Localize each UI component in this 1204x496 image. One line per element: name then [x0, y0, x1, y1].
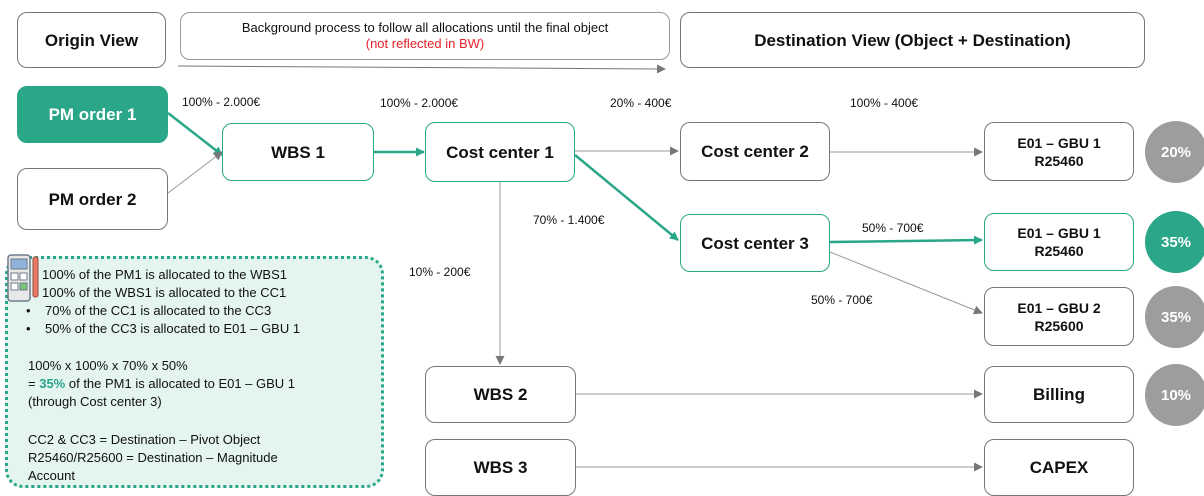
edge-cc3-dest2 — [829, 235, 983, 245]
background-process-box: Background process to follow all allocat… — [180, 12, 670, 60]
cost-center-2-node[interactable]: Cost center 2 — [680, 122, 830, 181]
percent-badge-dest-1: 20% — [1145, 121, 1204, 183]
edge-label-wbs1-cc1: 100% - 2.000€ — [380, 96, 459, 110]
billing-node[interactable]: Billing — [984, 366, 1134, 423]
note-definition-3: Account — [28, 468, 75, 483]
calculation-note: 100% of the PM1 is allocated to the WBS1… — [5, 256, 384, 488]
destination-node-2[interactable]: E01 – GBU 1 R25460 — [984, 213, 1134, 271]
edge-label-cc1-wbs2: 10% - 200€ — [409, 265, 471, 279]
edge-label-cc2-dest1: 100% - 400€ — [850, 96, 919, 110]
note-bullet-4: 50% of the CC3 is allocated to E01 – GBU… — [45, 321, 301, 336]
destination-node-1[interactable]: E01 – GBU 1 R25460 — [984, 122, 1134, 181]
wbs-1-node[interactable]: WBS 1 — [222, 123, 374, 181]
edge-label-cc1-cc2: 20% - 400€ — [610, 96, 672, 110]
edge-label-cc3-dest3: 50% - 700€ — [811, 293, 873, 307]
edge-label-cc3-dest2: 50% - 700€ — [862, 221, 924, 235]
note-result-highlight: 35% — [39, 376, 66, 391]
percent-badge-billing: 10% — [1145, 364, 1204, 426]
destination-node-1-line2: R25460 — [1034, 152, 1084, 169]
edge-label-pm1-wbs1: 100% - 2.000€ — [182, 95, 261, 109]
destination-node-2-line1: E01 – GBU 1 — [1017, 225, 1101, 241]
destination-node-3-line2: R25600 — [1034, 317, 1084, 334]
note-bullet-dot-4: • — [26, 321, 31, 336]
calculator-icon — [7, 254, 39, 302]
note-bullet-2: 100% of the WBS1 is allocated to the CC1 — [42, 285, 287, 300]
origin-view-header: Origin View — [17, 12, 166, 68]
wbs-2-node[interactable]: WBS 2 — [425, 366, 576, 423]
note-formula: 100% x 100% x 70% x 50% — [28, 358, 188, 373]
destination-node-3-line1: E01 – GBU 2 — [1017, 299, 1101, 316]
wbs-3-node[interactable]: WBS 3 — [425, 439, 576, 496]
pm-order-2-node[interactable]: PM order 2 — [17, 168, 168, 230]
capex-node[interactable]: CAPEX — [984, 439, 1134, 496]
edge-pm1-wbs1 — [167, 112, 223, 156]
background-process-note: (not reflected in BW) — [365, 36, 485, 51]
destination-node-3[interactable]: E01 – GBU 2 R25600 — [984, 287, 1134, 346]
cost-center-3-node[interactable]: Cost center 3 — [680, 214, 830, 272]
percent-badge-dest-3: 35% — [1145, 286, 1204, 348]
note-bullet-1: 100% of the PM1 is allocated to the WBS1 — [42, 267, 287, 282]
note-definition-2: R25460/R25600 = Destination – Magnitude — [28, 450, 278, 465]
note-bullet-3: 70% of the CC1 is allocated to the CC3 — [45, 303, 272, 318]
note-bullet-dot-3: • — [26, 303, 31, 318]
edge-pm2-wbs1 — [167, 151, 223, 194]
note-result: = 35% of the PM1 is allocated to E01 – G… — [28, 376, 296, 391]
background-process-text: Background process to follow all allocat… — [241, 20, 609, 35]
destination-node-1-line1: E01 – GBU 1 — [1017, 134, 1101, 151]
destination-node-2-line2: R25460 — [1034, 243, 1084, 259]
cost-center-1-node[interactable]: Cost center 1 — [425, 122, 575, 182]
process-arrow — [177, 64, 666, 74]
destination-view-header: Destination View (Object + Destination) — [680, 12, 1145, 68]
note-definition-1: CC2 & CC3 = Destination – Pivot Object — [28, 432, 261, 447]
edge-cc3-dest3 — [829, 251, 983, 315]
pm-order-1-node[interactable]: PM order 1 — [17, 86, 168, 143]
note-result-via: (through Cost center 3) — [28, 394, 162, 409]
percent-badge-dest-2: 35% — [1145, 211, 1204, 273]
edge-label-cc1-cc3: 70% - 1.400€ — [533, 213, 605, 227]
edge-cc1-cc3 — [574, 154, 679, 241]
